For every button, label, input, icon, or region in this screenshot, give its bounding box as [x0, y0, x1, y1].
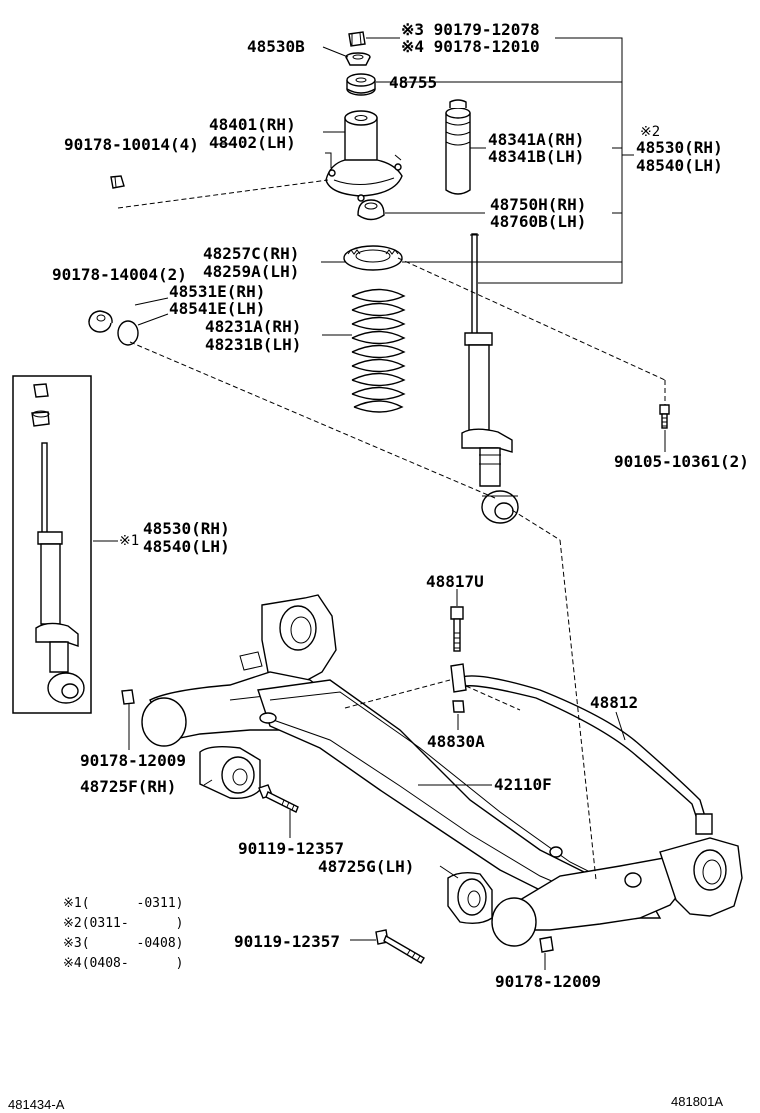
nut-90178-12009-right-part: [539, 936, 554, 953]
label-90119-12357-bottom: 90119-12357: [234, 932, 340, 951]
label-48817u: 48817U: [426, 572, 484, 591]
dashed-guide-lines: [117, 179, 666, 881]
label-48341a: 48341A(RH): [488, 130, 585, 149]
suspension-support-part: [325, 110, 403, 202]
note-4-mark: ※4: [63, 956, 82, 971]
bound-bumper-part: [445, 99, 471, 195]
label-48401: 48401(RH): [209, 115, 296, 134]
spring-insulator-part: [343, 245, 403, 271]
footer-left-code: 481434-A: [8, 1097, 65, 1112]
nut-90178-10014-part: [110, 175, 125, 189]
stabilizer-bar-part: [461, 675, 713, 835]
bolt-90119-12357-bottom-part: [375, 929, 425, 964]
label-top-nut-pn2: ※4 90178-12010: [401, 37, 540, 56]
label-48540-lh-box: 48540(LH): [143, 537, 230, 556]
label-48531e: 48531E(RH): [169, 282, 266, 301]
label-48755: 48755: [389, 73, 438, 92]
note-2: ※2(0311- ): [63, 914, 183, 934]
label-90178-14004: 90178-14004(2): [52, 265, 187, 284]
upper-insulator-part: [357, 199, 385, 221]
bolt-48817u-part: [450, 606, 464, 652]
bolt-90119-12357-top-part: [258, 784, 299, 813]
bushing-48725f-part: [199, 745, 261, 800]
label-48231b: 48231B(LH): [205, 335, 302, 354]
bushing-48755-part: [346, 73, 376, 96]
label-48257c: 48257C(RH): [203, 244, 300, 263]
bolt-90105-10361-part: [659, 404, 670, 429]
label-top-nut-pn: ※3 90179-12078: [401, 20, 540, 39]
label-90119-12357-top: 90119-12357: [238, 839, 344, 858]
label-48530-rh-box: 48530(RH): [143, 519, 230, 538]
label-48541e: 48541E(LH): [169, 299, 266, 318]
note-3-mark: ※3: [63, 936, 82, 951]
note-1: ※1( -0311): [63, 894, 183, 914]
label-48530-rh-top: 48530(RH): [636, 138, 723, 157]
label-note2-mark: ※2: [640, 124, 661, 140]
top-nut-part: [348, 31, 366, 47]
note-2-mark: ※2: [63, 916, 82, 931]
label-42110f: 42110F: [494, 775, 552, 794]
inset-box: [12, 375, 92, 714]
retainer-48530b-part: [345, 52, 371, 66]
axle-beam-part: [141, 594, 743, 947]
note-4: ※4(0408- ): [63, 954, 183, 974]
label-48725f: 48725F(RH): [80, 777, 177, 796]
label-48231a: 48231A(RH): [205, 317, 302, 336]
label-48530b: 48530B: [247, 37, 305, 56]
coil-spring-part: [351, 288, 406, 413]
label-48341b: 48341B(LH): [488, 147, 585, 166]
washer-part: [117, 320, 139, 346]
note-1-range: ( -0311): [81, 896, 184, 911]
label-48725g: 48725G(LH): [318, 857, 415, 876]
label-90178-12009-left: 90178-12009: [80, 751, 186, 770]
note-3-range: ( -0408): [81, 936, 184, 951]
label-48760b: 48760B(LH): [490, 212, 587, 231]
shock-absorber-part: [461, 233, 519, 524]
label-48812: 48812: [590, 693, 639, 712]
collar-48830a-part: [450, 663, 467, 693]
label-48750h: 48750H(RH): [490, 195, 587, 214]
note-4-range: (0408- ): [81, 956, 184, 971]
footer-right-code: 481801A: [671, 1094, 724, 1109]
note-2-range: (0311- ): [81, 916, 184, 931]
bushing-48725g-part: [447, 871, 493, 925]
label-note1-mark: ※1: [119, 533, 140, 549]
note-1-mark: ※1: [63, 896, 82, 911]
label-90105-10361: 90105-10361(2): [614, 452, 749, 471]
label-48259a: 48259A(LH): [203, 262, 300, 281]
label-90178-10014: 90178-10014(4): [64, 135, 199, 154]
nut-90178-12009-left-part: [121, 689, 135, 705]
inset-absorber-part: [31, 383, 85, 704]
label-48830a: 48830A: [427, 732, 485, 751]
label-48540-lh-top: 48540(LH): [636, 156, 723, 175]
label-90178-12009-right: 90178-12009: [495, 972, 601, 991]
note-3: ※3( -0408): [63, 934, 183, 954]
bushing-48531e-part: [88, 310, 113, 333]
label-48402: 48402(LH): [209, 133, 296, 152]
nut-48830a-part: [452, 700, 465, 713]
leader-lines: [93, 37, 666, 970]
